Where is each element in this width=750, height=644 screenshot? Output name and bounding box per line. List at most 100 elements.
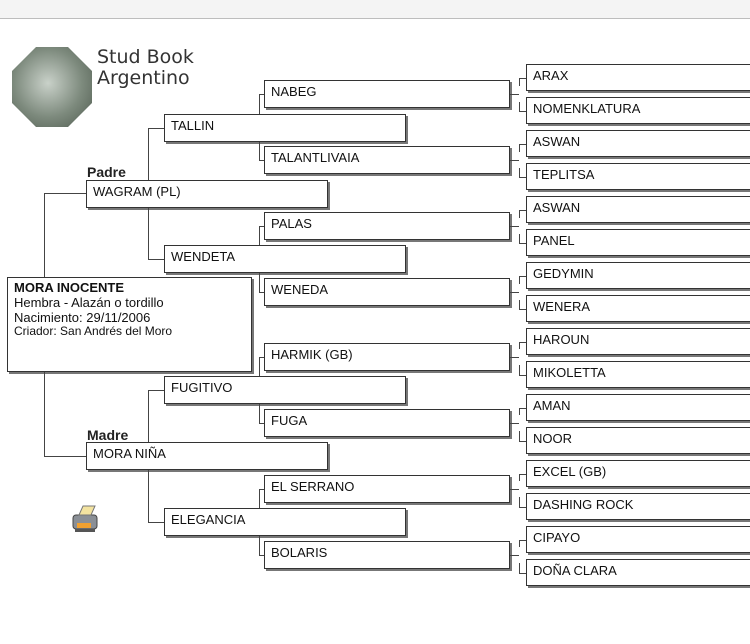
connector-line [519, 234, 520, 243]
connector-line [259, 357, 264, 358]
connector-line [519, 540, 520, 547]
connector-line [259, 160, 264, 161]
connector-line [519, 441, 526, 442]
gen2-horse-box[interactable]: WENDETA [164, 245, 406, 273]
connector-line [519, 102, 520, 111]
connector-line [510, 423, 519, 424]
gen4-horse-box[interactable]: ASWAN [526, 196, 750, 223]
gen3-horse-box[interactable]: BOLARIS [264, 541, 510, 569]
connector-line [510, 292, 519, 293]
connector-line [519, 497, 520, 507]
connector-line [519, 365, 520, 375]
gen4-horse-box[interactable]: TEPLITSA [526, 163, 750, 190]
logo-line2: Argentino [97, 67, 190, 89]
gen2-horse-box[interactable]: FUGITIVO [164, 376, 406, 404]
gen4-horse-box[interactable]: CIPAYO [526, 526, 750, 553]
connector-line [519, 375, 526, 376]
connector-line [519, 276, 520, 284]
connector-line [519, 507, 526, 508]
connector-line [259, 94, 260, 114]
connector-line [519, 168, 520, 177]
gen4-horse-box[interactable]: ARAX [526, 64, 750, 91]
connector-line [519, 309, 526, 310]
gen4-horse-box[interactable]: WENERA [526, 295, 750, 322]
connector-line [519, 243, 526, 244]
connector-line [148, 390, 149, 442]
subject-card: MORA INOCENTE Hembra - Alazán o tordillo… [7, 277, 252, 372]
connector-line [510, 555, 519, 556]
connector-line [519, 474, 526, 475]
gen4-horse-box[interactable]: MIKOLETTA [526, 361, 750, 388]
gen4-horse-box[interactable]: DASHING ROCK [526, 493, 750, 520]
connector-line [519, 342, 526, 343]
gen4-horse-box[interactable]: NOMENKLATURA [526, 97, 750, 124]
connector-line [519, 474, 520, 481]
connector-line [519, 210, 520, 218]
connector-line [519, 431, 520, 441]
connector-line [519, 144, 526, 145]
gen3-horse-box[interactable]: PALAS [264, 212, 510, 240]
gen2-horse-box[interactable]: ELEGANCIA [164, 508, 406, 536]
logo-text: Stud Book Argentino [97, 47, 194, 89]
connector-line [148, 128, 149, 180]
connector-line [519, 408, 520, 415]
gen4-horse-box[interactable]: DOÑA CLARA [526, 559, 750, 586]
connector-line [519, 540, 526, 541]
gen3-horse-box[interactable]: WENEDA [264, 278, 510, 306]
connector-line [259, 292, 264, 293]
connector-line [259, 423, 264, 424]
connector-line [519, 210, 526, 211]
gen1-horse-box[interactable]: MORA NIÑA [86, 442, 328, 470]
connector-line [519, 342, 520, 349]
gen3-horse-box[interactable]: EL SERRANO [264, 475, 510, 503]
gen2-horse-box[interactable]: TALLIN [164, 114, 406, 142]
connector-line [148, 522, 164, 523]
connector-line [519, 276, 526, 277]
gen4-horse-box[interactable]: EXCEL (GB) [526, 460, 750, 487]
connector-line [259, 226, 260, 245]
subject-description: Hembra - Alazán o tordillo [14, 295, 164, 310]
connector-line [519, 408, 526, 409]
stud-book-logo [12, 47, 92, 127]
connector-line [148, 259, 164, 260]
subject-breeder: Criador: San Andrés del Moro [14, 324, 173, 338]
gen4-horse-box[interactable]: PANEL [526, 229, 750, 256]
connector-line [259, 536, 260, 555]
connector-line [259, 273, 260, 292]
connector-line [148, 390, 164, 391]
connector-line [519, 300, 520, 309]
connector-line [259, 404, 260, 423]
gen1-horse-box[interactable]: WAGRAM (PL) [86, 180, 328, 208]
gen4-horse-box[interactable]: HAROUN [526, 328, 750, 355]
connector-line [510, 94, 519, 95]
gen4-horse-box[interactable]: GEDYMIN [526, 262, 750, 289]
connector-line [519, 573, 526, 574]
connector-line [510, 160, 519, 161]
gen4-horse-box[interactable]: AMAN [526, 394, 750, 421]
printer-icon[interactable] [70, 503, 102, 535]
connector-line [259, 357, 260, 376]
connector-line [519, 78, 526, 79]
gen3-horse-box[interactable]: HARMIK (GB) [264, 343, 510, 371]
connector-line [259, 226, 264, 227]
connector-line [259, 142, 260, 160]
connector-line [148, 208, 149, 259]
connector-line [519, 111, 526, 112]
gen4-horse-box[interactable]: NOOR [526, 427, 750, 454]
connector-line [510, 489, 519, 490]
connector-line [44, 193, 86, 194]
gen3-horse-box[interactable]: TALANTLIVAIA [264, 146, 510, 174]
gen4-horse-box[interactable]: ASWAN [526, 130, 750, 157]
logo-line1: Stud Book [97, 46, 194, 68]
gen3-horse-box[interactable]: FUGA [264, 409, 510, 437]
gen3-horse-box[interactable]: NABEG [264, 80, 510, 108]
connector-line [519, 177, 526, 178]
connector-line [510, 226, 519, 227]
sire-label: Padre [87, 164, 126, 180]
subject-name: MORA INOCENTE [14, 280, 125, 295]
connector-line [259, 489, 260, 508]
connector-line [44, 372, 45, 457]
top-bar [0, 0, 750, 19]
connector-line [44, 193, 45, 277]
subject-birth: Nacimiento: 29/11/2006 [14, 310, 151, 325]
